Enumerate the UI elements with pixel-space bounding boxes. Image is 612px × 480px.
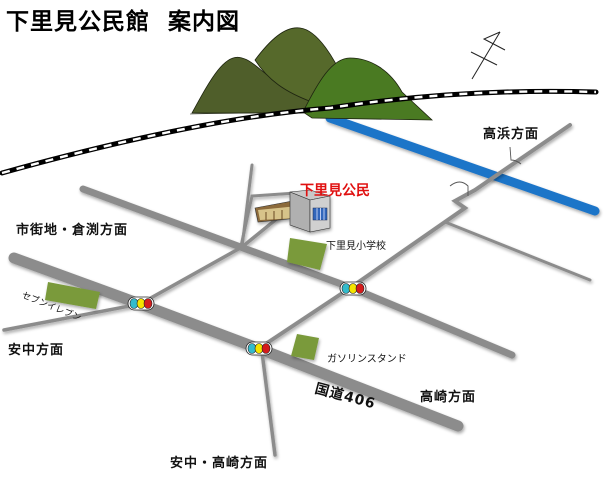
north-arrow-icon xyxy=(470,31,506,80)
gas-station-field xyxy=(291,334,319,360)
community-center-label: 下里見公民 xyxy=(300,183,370,199)
title-main: 下里見公民館 xyxy=(6,9,150,35)
mountain-icon xyxy=(189,27,434,121)
direction-annaka-takasaki: 安中・高崎方面 xyxy=(170,456,269,471)
traffic-signal-icon xyxy=(127,296,155,311)
fields xyxy=(45,238,327,360)
river xyxy=(325,113,600,216)
direction-takahama: 高浜方面 xyxy=(483,127,540,142)
direction-annaka: 安中方面 xyxy=(8,343,65,358)
road-south xyxy=(260,350,277,457)
road-east-branch xyxy=(443,220,592,282)
road-route-406 xyxy=(8,252,464,432)
page-title: 下里見公民館案内図 xyxy=(6,2,240,36)
gas-station-label: ガソリンスタンド xyxy=(327,354,407,365)
community-center-building-icon xyxy=(254,189,331,233)
road-annaka xyxy=(2,302,142,332)
railway-icon xyxy=(0,88,599,176)
bridge-icon xyxy=(449,146,522,196)
traffic-signal-icon xyxy=(245,341,273,356)
direction-takasaki: 高崎方面 xyxy=(420,390,477,405)
seven-eleven-field xyxy=(45,282,100,309)
traffic-signal-icon xyxy=(339,281,367,296)
school-label: 下里見小学校 xyxy=(326,241,386,252)
school-field xyxy=(287,238,327,270)
direction-downtown-kurabuchi: 市街地・倉渕方面 xyxy=(16,223,129,238)
title-sub: 案内図 xyxy=(168,9,240,35)
road-diagonal xyxy=(256,123,572,351)
